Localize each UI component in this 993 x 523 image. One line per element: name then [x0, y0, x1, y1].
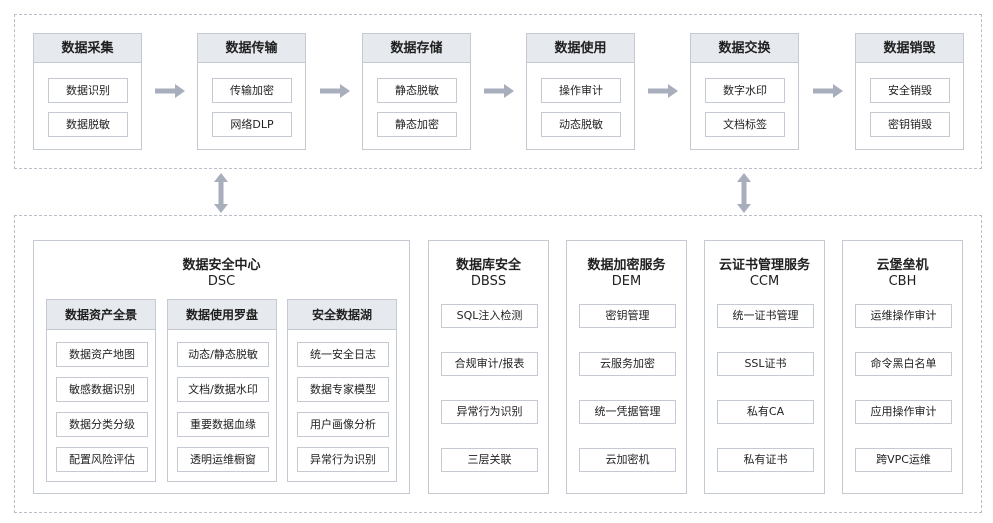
stage-item: 数据脱敏 [48, 112, 128, 137]
stage-box: 数据交换数字水印文档标签 [690, 33, 799, 150]
service-item: 应用操作审计 [855, 400, 952, 424]
dsc-module-item: 数据专家模型 [297, 377, 389, 402]
stage-box: 数据使用操作审计动态脱敏 [526, 33, 635, 150]
stage-box: 数据销毁安全销毁密钥销毁 [855, 33, 964, 150]
stage-item: 静态加密 [377, 112, 457, 137]
stage-title: 数据采集 [34, 34, 141, 63]
dsc-module-item: 异常行为识别 [297, 447, 389, 472]
stage-title: 数据传输 [198, 34, 305, 63]
flow-arrow [484, 84, 514, 98]
stage-item: 数字水印 [705, 78, 785, 103]
dsc-abbr: DSC [207, 274, 236, 289]
service-item: 命令黑白名单 [855, 352, 952, 376]
flow-arrow [813, 84, 843, 98]
dsc-module-item: 重要数据血缘 [177, 412, 269, 437]
dsc-panel: 数据安全中心 DSC 数据资产全景数据资产地图敏感数据识别数据分类分级配置风险评… [33, 240, 410, 494]
stage-item: 数据识别 [48, 78, 128, 103]
dsc-module-item: 用户画像分析 [297, 412, 389, 437]
service-abbr: DEM [611, 274, 642, 289]
flow-arrow [155, 84, 185, 98]
service-abbr: DBSS [470, 274, 507, 289]
stage-item: 网络DLP [212, 112, 292, 137]
service-abbr: CBH [888, 274, 917, 289]
dsc-module-title: 数据使用罗盘 [168, 300, 276, 330]
flow-arrow [648, 84, 678, 98]
dsc-module-item: 动态/静态脱敏 [177, 342, 269, 367]
stage-item: 操作审计 [541, 78, 621, 103]
service-item: 三层关联 [441, 448, 538, 472]
stage-item: 密钥销毁 [870, 112, 950, 137]
service-title: 数据库安全 [455, 258, 521, 273]
dsc-module-title: 数据资产全景 [47, 300, 155, 330]
stage-title: 数据使用 [527, 34, 634, 63]
service-item: 私有CA [717, 400, 814, 424]
stage-item: 安全销毁 [870, 78, 950, 103]
dsc-module: 安全数据湖统一安全日志数据专家模型用户画像分析异常行为识别 [287, 299, 397, 482]
dsc-title: 数据安全中心 [182, 258, 261, 273]
service-item: 私有证书 [717, 448, 814, 472]
service-title: 数据加密服务 [587, 258, 666, 273]
service-title: 云证书管理服务 [718, 258, 810, 273]
service-abbr: CCM [749, 274, 780, 289]
double-arrow-right [737, 173, 751, 213]
service-item: 异常行为识别 [441, 400, 538, 424]
stage-box: 数据传输传输加密网络DLP [197, 33, 306, 150]
dsc-module-item: 数据分类分级 [56, 412, 148, 437]
dsc-module-item: 数据资产地图 [56, 342, 148, 367]
service-item: 云加密机 [579, 448, 676, 472]
lifecycle-region [14, 14, 982, 169]
service-item: 密钥管理 [579, 304, 676, 328]
double-arrow-left [214, 173, 228, 213]
stage-title: 数据交换 [691, 34, 798, 63]
stage-item: 静态脱敏 [377, 78, 457, 103]
stage-title: 数据存储 [363, 34, 470, 63]
dsc-module: 数据使用罗盘动态/静态脱敏文档/数据水印重要数据血缘透明运维橱窗 [167, 299, 277, 482]
stage-item: 动态脱敏 [541, 112, 621, 137]
service-item: 统一凭据管理 [579, 400, 676, 424]
service-item: 统一证书管理 [717, 304, 814, 328]
service-item: 合规审计/报表 [441, 352, 538, 376]
service-item: SSL证书 [717, 352, 814, 376]
stage-item: 文档标签 [705, 112, 785, 137]
stage-item: 传输加密 [212, 78, 292, 103]
stage-box: 数据存储静态脱敏静态加密 [362, 33, 471, 150]
dsc-module-item: 透明运维橱窗 [177, 447, 269, 472]
service-item: 跨VPC运维 [855, 448, 952, 472]
service-item: 运维操作审计 [855, 304, 952, 328]
dsc-module-item: 文档/数据水印 [177, 377, 269, 402]
stage-box: 数据采集数据识别数据脱敏 [33, 33, 142, 150]
flow-arrow [320, 84, 350, 98]
service-title: 云堡垒机 [876, 258, 929, 273]
dsc-module-item: 统一安全日志 [297, 342, 389, 367]
service-item: SQL注入检测 [441, 304, 538, 328]
service-item: 云服务加密 [579, 352, 676, 376]
dsc-module-item: 敏感数据识别 [56, 377, 148, 402]
dsc-module: 数据资产全景数据资产地图敏感数据识别数据分类分级配置风险评估 [46, 299, 156, 482]
services-region [14, 215, 982, 513]
dsc-module-item: 配置风险评估 [56, 447, 148, 472]
dsc-module-title: 安全数据湖 [288, 300, 396, 330]
stage-title: 数据销毁 [856, 34, 963, 63]
